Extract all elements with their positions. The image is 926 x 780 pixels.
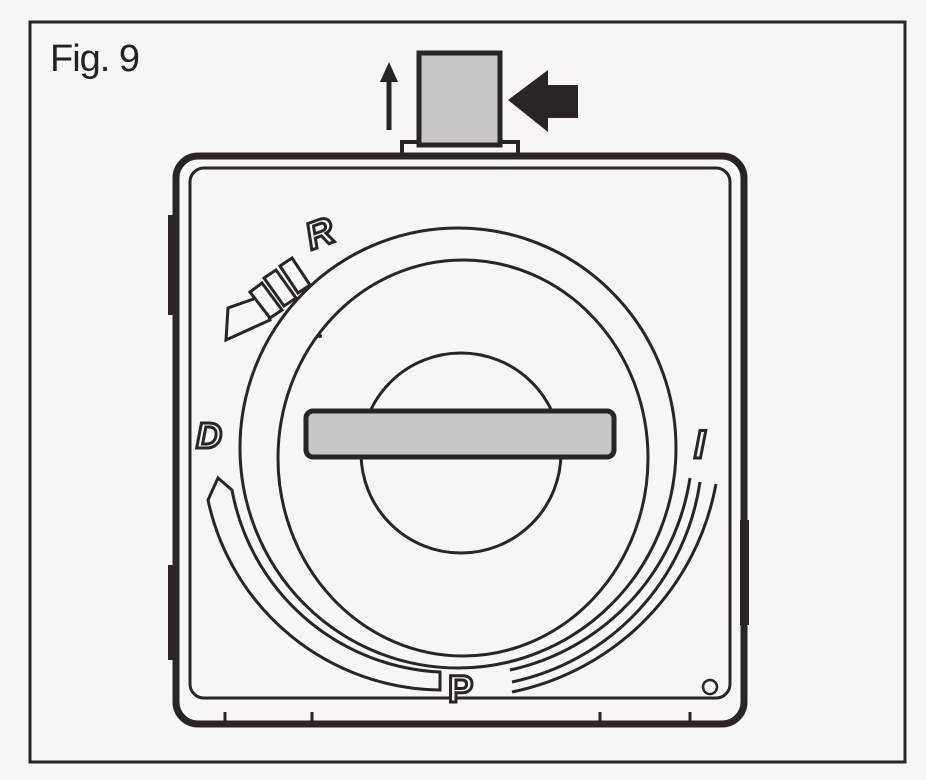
dial-handle-bar: [303, 408, 617, 460]
up-arrow-icon: [380, 62, 398, 130]
label-park: P: [448, 669, 473, 711]
indicator-dot: [701, 678, 719, 696]
outer-dial-ring: [238, 226, 678, 670]
push-arrow-icon: [508, 70, 578, 132]
inner-dial-ring: [276, 258, 650, 658]
intermediate-arc-2: [511, 481, 702, 684]
drive-range-arc: [206, 475, 442, 692]
speck: [318, 334, 322, 338]
figure-caption: Fig. 9: [50, 38, 140, 80]
intermediate-arc-1: [509, 477, 692, 672]
slide-knob: [416, 50, 503, 148]
intermediate-arc-3: [511, 483, 718, 694]
reverse-indicator-icon: [224, 255, 313, 343]
label-drive: D: [196, 415, 222, 456]
label-intermediate: I: [694, 423, 706, 467]
figure-frame: [28, 20, 907, 764]
